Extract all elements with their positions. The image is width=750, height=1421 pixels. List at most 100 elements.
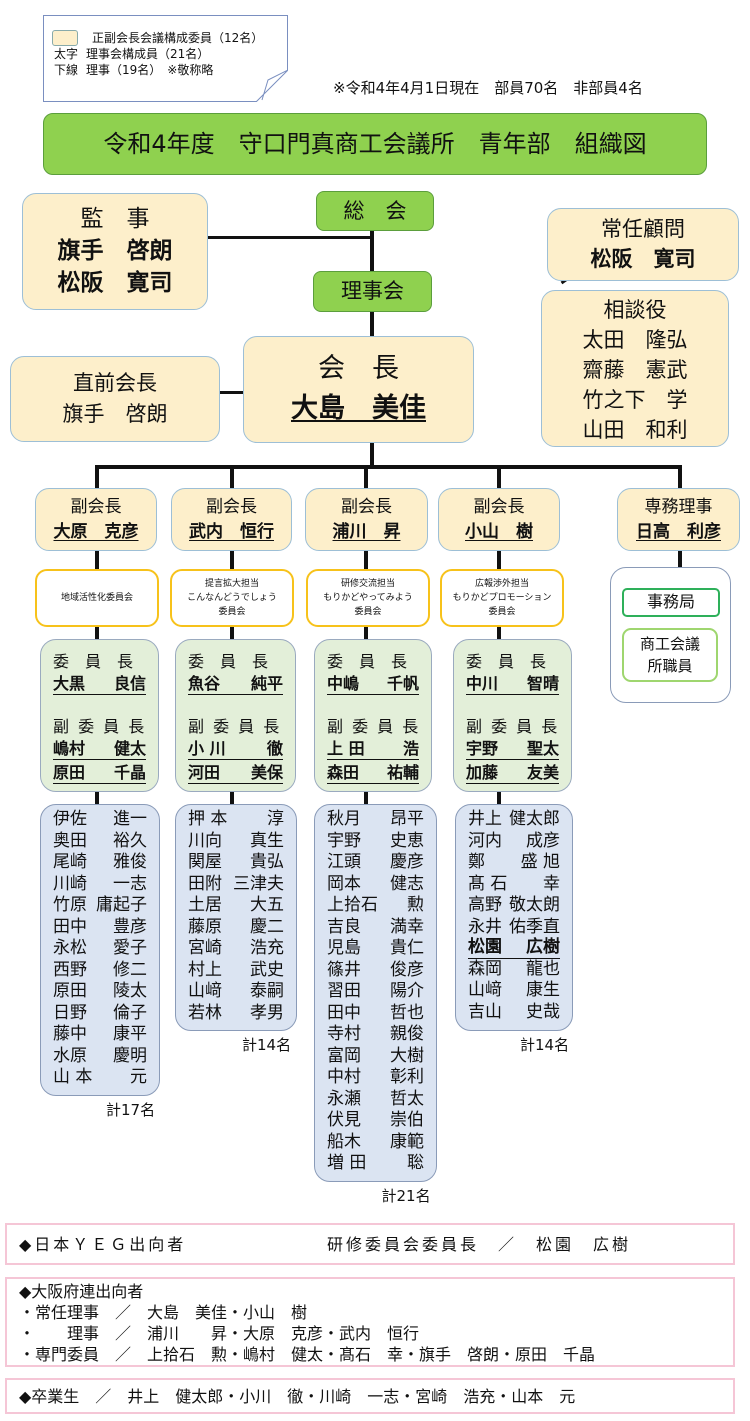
counselor-name: 太田 隆弘 — [582, 328, 688, 352]
surname: 日野 — [53, 1002, 87, 1023]
person-name: 藤中康平 — [53, 1024, 147, 1046]
person-name: 松園広樹 — [468, 937, 560, 959]
vice-president-name: 武内 恒行 — [189, 522, 274, 542]
surname: 小 川 — [188, 739, 226, 758]
vice-president-box: 副会長 小山 樹 — [438, 488, 560, 551]
person-name: 岡本健志 — [327, 874, 424, 896]
given-name: 崇伯 — [390, 1110, 424, 1130]
counselor-box: 相談役 太田 隆弘 齋藤 憲武 竹之下 学 山田 和利 — [541, 290, 729, 447]
person-name: 川向真生 — [188, 831, 284, 853]
surname: 竹原 — [53, 895, 87, 915]
given-name: 佑季直 — [509, 916, 560, 937]
given-name: 彰利 — [390, 1067, 424, 1087]
person-name: 河田美保 — [188, 762, 283, 784]
surname: 川向 — [188, 830, 222, 851]
surname: 原田 — [53, 981, 87, 1001]
member-total: 計14名 — [520, 1036, 570, 1054]
given-name: 泰嗣 — [250, 981, 284, 1001]
given-name: 敬太朗 — [509, 895, 560, 915]
surname: 田中 — [327, 1002, 361, 1023]
person-name: 永松愛子 — [53, 938, 147, 960]
person-name: 河内成彦 — [468, 831, 560, 853]
person-name: 加藤友美 — [466, 762, 559, 784]
person-name: 江頭慶彦 — [327, 852, 424, 874]
person-name: 田中哲也 — [327, 1003, 424, 1025]
committee-leaders-box: 委 員 長 中嶋千帆 副 委 員 長 上 田浩森田祐輔 — [314, 639, 432, 792]
legend-underline-key: 下線 — [54, 63, 79, 77]
person-name: 秋月昂平 — [327, 809, 424, 831]
person-name: 押 本淳 — [188, 809, 284, 831]
connector — [220, 391, 244, 394]
executive-director-title: 専務理事 — [644, 497, 713, 517]
given-name: 健太郎 — [509, 809, 560, 829]
given-name: 大樹 — [390, 1045, 424, 1066]
yeg-label: ◆日本ＹＥＧ出向者 — [19, 1235, 187, 1254]
president-name: 大島 美佳 — [291, 393, 426, 424]
surname: 押 本 — [188, 809, 228, 829]
person-name: 原田陵太 — [53, 981, 147, 1003]
surname: 永松 — [53, 938, 87, 958]
surname: 中村 — [327, 1067, 361, 1087]
connector — [95, 465, 682, 469]
vice-president-name: 浦川 昇 — [332, 522, 401, 542]
committee-name-line: こんなんどうでしょう — [187, 593, 277, 603]
person-name: 永井佑季直 — [468, 917, 560, 939]
surname: 田中 — [53, 916, 87, 937]
general-assembly: 総 会 — [316, 191, 434, 231]
secretariat-box: 事務局 商工会議所職員 — [610, 567, 731, 703]
surname: 魚谷 — [188, 674, 221, 693]
surname: 井上 — [468, 809, 502, 829]
given-name: 成彦 — [526, 830, 560, 851]
vice-president-title: 副会長 — [70, 497, 122, 517]
previous-president-box: 直前会長 旗手 啓朗 — [10, 356, 220, 442]
surname: 藤中 — [53, 1024, 87, 1044]
osaka-line: ・ 理事 ／ 浦川 昇・大原 克彦・武内 恒行 — [19, 1324, 420, 1343]
given-name: 徹 — [266, 739, 283, 758]
committee-name-line: 委員会 — [354, 607, 382, 617]
given-name: 祐輔 — [386, 763, 419, 782]
given-name: 元 — [130, 1067, 147, 1087]
legend-line-3: 理事（19名） ※敬称略 — [86, 63, 214, 77]
osaka-section: ◆大阪府連出向者 ・常任理事 ／ 大島 美佳・小山 樹 ・ 理事 ／ 浦川 昇・… — [5, 1277, 735, 1367]
given-name: 美保 — [250, 763, 283, 782]
person-name: 船木康範 — [327, 1132, 424, 1154]
president-title: 会 長 — [318, 353, 399, 384]
surname: 宇野 — [466, 739, 499, 758]
chair-label: 委 員 長 — [327, 652, 408, 671]
surname: 増 田 — [327, 1153, 367, 1173]
person-name: 山 本元 — [53, 1067, 147, 1089]
surname: 中嶋 — [327, 674, 360, 693]
person-name: 嶋村健太 — [53, 738, 146, 760]
vice-president-title: 副会長 — [473, 497, 525, 517]
standing-advisor-box: 常任顧問 松阪 寛司 — [547, 208, 739, 281]
given-name: 陽介 — [390, 981, 424, 1001]
person-name: 吉山史哉 — [468, 1002, 560, 1024]
person-name: 川崎一志 — [53, 874, 147, 896]
given-name: 康生 — [526, 980, 560, 1000]
vice-president-box: 副会長 武内 恒行 — [171, 488, 292, 551]
surname: 村上 — [188, 959, 222, 980]
person-name: 宮崎浩充 — [188, 938, 284, 960]
surname: 水原 — [53, 1045, 87, 1066]
counselor-name: 齋藤 憲武 — [582, 358, 688, 382]
surname: 関屋 — [188, 852, 222, 872]
committee-name-line: 広報渉外担当 — [474, 579, 529, 589]
person-name: 永瀬哲太 — [327, 1089, 424, 1111]
yeg-value: 研修委員会委員長 ／ 松園 広樹 — [327, 1235, 632, 1254]
surname: 大黒 — [53, 674, 86, 693]
given-name: 聖太 — [526, 739, 559, 758]
given-name: 淳 — [267, 809, 284, 829]
vice-president-name: 大原 克彦 — [53, 522, 139, 542]
surname: 尾崎 — [53, 852, 87, 872]
vice-president-title: 副会長 — [341, 497, 392, 517]
surname: 寺村 — [327, 1024, 361, 1044]
person-name: 水原慶明 — [53, 1046, 147, 1068]
given-name: 幸 — [543, 873, 560, 894]
committee-name-line: 委員会 — [218, 607, 246, 617]
person-name: 日野倫子 — [53, 1003, 147, 1025]
surname: 宮崎 — [188, 938, 222, 958]
committee-leaders-box: 委 員 長 大黒良信 副 委 員 長 嶋村健太原田千晶 — [40, 639, 159, 792]
